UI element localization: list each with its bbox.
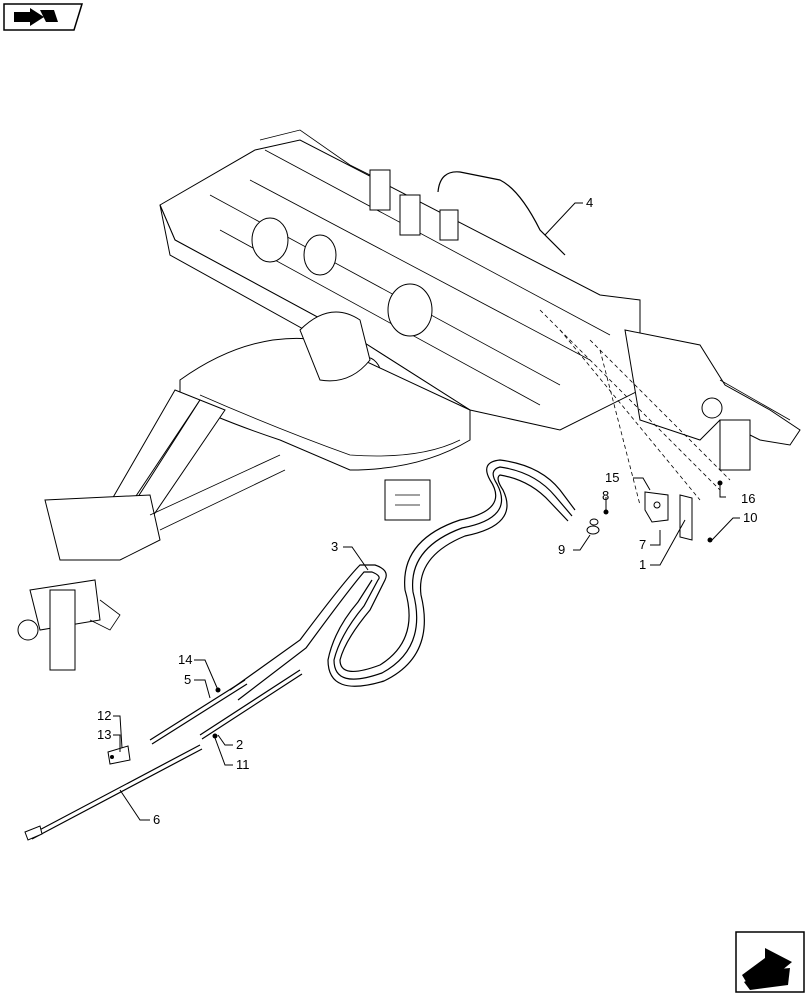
cable-2 (199, 669, 303, 740)
callout-16: 16 (741, 491, 755, 506)
callout-12: 12 (97, 708, 111, 723)
callout-7: 7 (639, 537, 646, 552)
next-page-arrow-icon[interactable] (735, 931, 805, 993)
callout-1: 1 (639, 557, 646, 572)
callout-9: 9 (558, 542, 565, 557)
machine-frame (159, 129, 801, 506)
callout-11: 11 (236, 757, 250, 772)
cable-6 (24, 744, 203, 841)
cable-4 (437, 171, 566, 256)
callout-15: 15 (605, 470, 619, 485)
callout-labels: 4 3 15 16 8 10 9 7 1 14 5 12 13 2 11 6 (97, 195, 757, 827)
callout-leaders (113, 202, 740, 821)
callout-3: 3 (331, 539, 338, 554)
callout-10: 10 (743, 510, 757, 525)
fitting-8 (589, 518, 599, 526)
callout-4: 4 (586, 195, 593, 210)
cable-5 (149, 679, 248, 745)
callout-14: 14 (178, 652, 192, 667)
callout-6: 6 (153, 812, 160, 827)
tongue-hitch (17, 389, 286, 671)
fitting-12-13 (107, 745, 131, 765)
hose-assembly-3 (229, 459, 576, 701)
callout-2: 2 (236, 737, 243, 752)
plate-1 (679, 494, 693, 541)
return-arrow-icon[interactable] (3, 3, 84, 31)
callout-8: 8 (602, 488, 609, 503)
callout-5: 5 (184, 672, 191, 687)
callout-13: 13 (97, 727, 111, 742)
bracket-7 (644, 491, 669, 523)
fitting-9 (586, 525, 600, 535)
swing-frame (179, 311, 471, 521)
